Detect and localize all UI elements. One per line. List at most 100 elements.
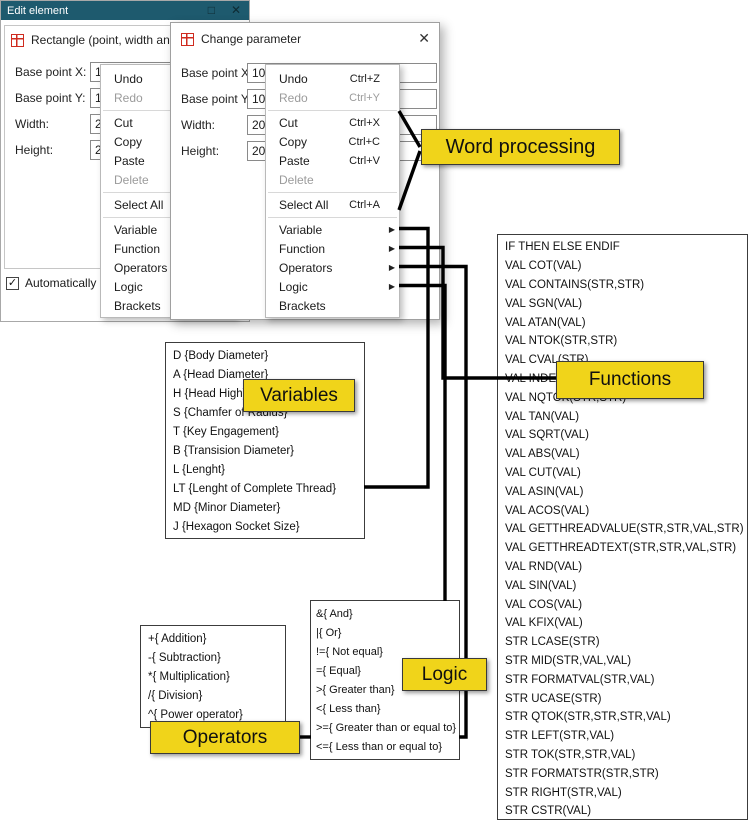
variable-option[interactable]: H {Head High} bbox=[173, 387, 247, 400]
menu-item-label: Copy bbox=[114, 134, 143, 149]
callout-variables: Variables bbox=[243, 379, 355, 412]
variable-option[interactable]: L {Lenght} bbox=[173, 463, 226, 476]
menu-separator bbox=[101, 107, 235, 113]
function-option[interactable]: STR UCASE(STR) bbox=[505, 692, 602, 705]
operator-option[interactable]: ^{ Power operator} bbox=[148, 708, 243, 721]
maximize-button[interactable]: □ bbox=[207, 3, 215, 17]
variable-option[interactable]: B {Transision Diameter} bbox=[173, 444, 295, 457]
function-option[interactable]: STR LCASE(STR) bbox=[505, 636, 600, 649]
function-option[interactable]: VAL CUT(VAL) bbox=[505, 466, 581, 479]
checkbox-checked-icon[interactable]: ✓ bbox=[6, 276, 19, 290]
logic-option[interactable]: &{ And} bbox=[316, 607, 353, 620]
function-option[interactable]: STR QTOK(STR,STR,STR,VAL) bbox=[505, 711, 671, 724]
logic-option[interactable]: |{ Or} bbox=[316, 626, 342, 639]
function-option[interactable]: VAL COS(VAL) bbox=[505, 598, 583, 611]
variable-option[interactable]: A {Head Diameter} bbox=[173, 368, 269, 381]
operator-option[interactable]: /{ Division} bbox=[148, 689, 203, 702]
logic-option[interactable]: >{ Greater than} bbox=[316, 683, 395, 696]
function-option[interactable]: STR LEFT(STR,VAL) bbox=[505, 730, 615, 743]
callout-logic: Logic bbox=[402, 658, 487, 691]
menu-item-brackets[interactable]: Brackets bbox=[266, 296, 399, 315]
auto-apply-checkbox-row[interactable]: ✓ Automatically ap bbox=[6, 275, 113, 291]
menu-item-label: Copy bbox=[279, 134, 308, 149]
function-option[interactable]: STR MID(STR,VAL,VAL) bbox=[505, 654, 632, 667]
menu-item-brackets[interactable]: Brackets bbox=[101, 296, 235, 315]
menu-item-variable[interactable]: Variable▶ bbox=[266, 220, 399, 239]
logic-option[interactable]: ={ Equal} bbox=[316, 664, 361, 677]
menu-item-label: Function bbox=[279, 241, 326, 256]
operator-option[interactable]: *{ Multiplication} bbox=[148, 670, 230, 683]
function-option[interactable]: STR TOK(STR,STR,VAL) bbox=[505, 748, 636, 761]
logic-option[interactable]: <{ Less than} bbox=[316, 702, 381, 715]
close-button[interactable]: ✕ bbox=[230, 3, 241, 17]
callout-operators: Operators bbox=[150, 721, 300, 754]
menu-separator bbox=[266, 214, 399, 220]
function-option[interactable]: VAL ASIN(VAL) bbox=[505, 485, 584, 498]
function-option[interactable]: VAL ATAN(VAL) bbox=[505, 316, 586, 329]
menu-item-logic[interactable]: Logic▶ bbox=[266, 277, 399, 296]
connector-logic-line bbox=[399, 283, 447, 601]
menu-item-label: Function bbox=[114, 241, 161, 256]
menu-item-delete: Delete bbox=[266, 170, 399, 189]
function-option[interactable]: VAL ABS(VAL) bbox=[505, 448, 580, 461]
menu-item-operators[interactable]: Operators ▶ bbox=[266, 258, 399, 277]
menu-separator bbox=[266, 189, 399, 195]
parameter-grid-icon bbox=[181, 32, 194, 46]
function-option[interactable]: VAL SIN(VAL) bbox=[505, 579, 577, 592]
field-label: Height: bbox=[181, 144, 220, 158]
menu-item-variable[interactable]: Variable bbox=[101, 220, 235, 239]
operators-listbox: +{ Addition} -{ Subtraction} *{ Multiplica… bbox=[140, 625, 286, 728]
change-parameter-header[interactable]: Change parameter bbox=[171, 23, 439, 46]
function-option[interactable]: VAL ACOS(VAL) bbox=[505, 504, 590, 517]
menu-shortcut: Ctrl+C bbox=[348, 135, 380, 148]
variable-option[interactable]: J {Hexagon Socket Size} bbox=[173, 520, 300, 533]
menu-item-undo[interactable]: Undo bbox=[101, 69, 235, 88]
variable-option[interactable]: D {Body Diameter} bbox=[173, 349, 269, 362]
function-option[interactable]: STR FORMATVAL(STR,VAL) bbox=[505, 673, 655, 686]
menu-item-operators[interactable]: Operators bbox=[101, 258, 235, 277]
menu-item-select-all[interactable]: Select All bbox=[101, 195, 235, 214]
submenu-arrow-icon: ▶ bbox=[388, 263, 395, 272]
function-option[interactable]: STR CSTR(VAL) bbox=[505, 805, 592, 818]
menu-item-copy[interactable]: Copy Ctrl+C bbox=[266, 132, 399, 151]
function-option[interactable]: VAL CONTAINS(STR,STR) bbox=[505, 278, 645, 291]
menu-item-label: Logic bbox=[114, 279, 143, 294]
menu-item-label: Undo bbox=[279, 71, 308, 86]
logic-option[interactable]: <={ Less than or equal to} bbox=[316, 740, 442, 753]
function-option[interactable]: STR RIGHT(STR,VAL) bbox=[505, 786, 622, 799]
logic-option[interactable]: !={ Not equal} bbox=[316, 645, 383, 658]
menu-item-paste[interactable]: Paste bbox=[101, 151, 235, 170]
variable-option[interactable]: T {Key Engagement} bbox=[173, 425, 279, 438]
close-button[interactable]: ✕ bbox=[418, 30, 430, 46]
function-option[interactable]: IF THEN ELSE ENDIF bbox=[505, 241, 620, 254]
operator-option[interactable]: -{ Subtraction} bbox=[148, 651, 221, 664]
operator-option[interactable]: +{ Addition} bbox=[148, 632, 207, 645]
function-option[interactable]: VAL SGN(VAL) bbox=[505, 297, 583, 310]
menu-item-label: Operators bbox=[279, 260, 333, 275]
function-option[interactable]: VAL SQRT(VAL) bbox=[505, 429, 589, 442]
function-option[interactable]: VAL GETTHREADVALUE(STR,STR,VAL,STR) bbox=[505, 523, 744, 536]
menu-item-function[interactable]: Function bbox=[101, 239, 235, 258]
variable-option[interactable]: MD {Minor Diameter} bbox=[173, 501, 281, 514]
edit-element-titlebar[interactable]: Edit element □ ✕ bbox=[1, 1, 249, 20]
menu-item-function[interactable]: Function▶ bbox=[266, 239, 399, 258]
menu-item-logic[interactable]: Logic bbox=[101, 277, 235, 296]
menu-shortcut: Ctrl+Y bbox=[349, 91, 380, 104]
function-option[interactable]: VAL TAN(VAL) bbox=[505, 410, 580, 423]
function-option[interactable]: VAL RND(VAL) bbox=[505, 560, 583, 573]
variable-option[interactable]: LT {Lenght of Complete Thread} bbox=[173, 482, 337, 495]
function-option[interactable]: STR FORMATSTR(STR,STR) bbox=[505, 767, 659, 780]
menu-item-copy[interactable]: Copy bbox=[101, 132, 235, 151]
menu-separator bbox=[266, 107, 399, 113]
function-option[interactable]: VAL KFIX(VAL) bbox=[505, 617, 583, 630]
function-option[interactable]: VAL GETTHREADTEXT(STR,STR,VAL,STR) bbox=[505, 542, 737, 555]
logic-option[interactable]: >={ Greater than or equal to} bbox=[316, 721, 457, 734]
function-option[interactable]: VAL NTOK(STR,STR) bbox=[505, 335, 618, 348]
menu-separator bbox=[101, 214, 235, 220]
function-option[interactable]: VAL COT(VAL) bbox=[505, 260, 582, 273]
menu-item-cut[interactable]: Cut bbox=[101, 113, 235, 132]
